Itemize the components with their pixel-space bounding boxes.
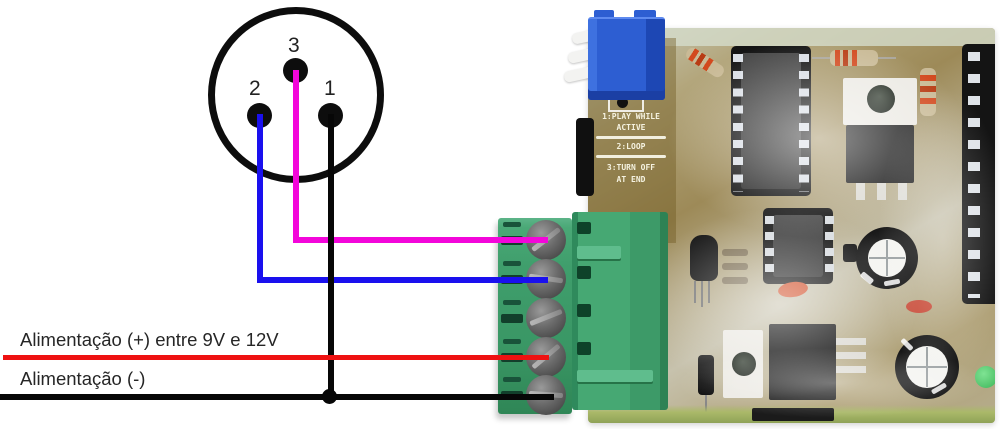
to220-leg (877, 183, 886, 200)
wire-slot (503, 222, 521, 227)
to92-transistor (690, 235, 718, 281)
silkscreen-line-4: 3:TURN OFF (606, 163, 656, 172)
wire-slot (503, 377, 521, 382)
terminal-notch (577, 342, 591, 355)
ic-pins-left (765, 216, 774, 276)
resistor-vertical (920, 68, 936, 116)
diode (698, 355, 714, 395)
transistor-leg (701, 281, 703, 307)
silkscreen-line-5: AT END (616, 175, 646, 184)
solder-pad (722, 263, 748, 270)
magenta-wire-vertical (293, 70, 299, 242)
black-ground-wire (0, 394, 554, 400)
capacitor-lead-pad (843, 244, 857, 262)
green-led (975, 366, 995, 388)
wire-slot (503, 339, 521, 344)
xlr-pin-3-label: 3 (288, 34, 300, 57)
terminal-notch (577, 266, 591, 279)
red-component (906, 300, 932, 313)
red-power-wire (3, 355, 549, 360)
to220-regulator (769, 324, 836, 400)
resistor-diagonal (683, 45, 727, 80)
black-wire-vertical (328, 114, 334, 400)
ic-pins-right (825, 216, 834, 276)
dip-switch-tab (594, 10, 614, 20)
capacitor-vent-line (926, 347, 928, 387)
to220-regulator (846, 125, 914, 183)
transistor-leg (694, 281, 696, 303)
capacitor-vent-line (886, 240, 888, 276)
silkscreen-line-1: 1:PLAY WHILE (602, 112, 660, 121)
wire-slot (503, 261, 521, 266)
to220-tab-hole (732, 352, 756, 376)
dip8-ic (773, 215, 823, 277)
terminal-latch (577, 370, 653, 382)
wire-entry-slot (501, 314, 523, 323)
dip-switch-blue (588, 17, 665, 100)
xlr-pin-2-label: 2 (249, 77, 261, 100)
to220-tab-hole (867, 85, 895, 113)
silkscreen-divider (596, 155, 666, 158)
transistor-leg (708, 281, 710, 303)
blue-wire-vertical (257, 114, 263, 283)
magenta-wire-horizontal (293, 237, 548, 243)
to220-leg (836, 352, 866, 359)
ic-edge-sliver (752, 408, 834, 421)
solder-pad (722, 249, 748, 256)
ic-pins-left (733, 54, 743, 192)
mounting-hole (617, 97, 628, 108)
blue-wire-horizontal (257, 277, 548, 283)
dip-ic-large (741, 53, 801, 189)
resistor-lead (878, 57, 896, 59)
wire-slot (503, 300, 521, 305)
solder-pad (722, 277, 748, 284)
to220-leg (836, 338, 866, 345)
to220-leg (836, 366, 866, 373)
xlr-pin-1-label: 1 (324, 77, 336, 100)
power-positive-label: Alimentação (+) entre 9V e 12V (20, 329, 279, 350)
terminal-screw-3 (526, 298, 566, 338)
dip-switch-tab (634, 10, 656, 20)
terminal-notch (577, 222, 591, 234)
silkscreen-divider (596, 136, 666, 139)
wire-junction-dot (322, 389, 337, 404)
ic-pins-left (968, 52, 980, 298)
to220-leg (898, 183, 907, 200)
ic-pins-right (799, 54, 809, 192)
silkscreen-line-3: 2:LOOP (616, 142, 646, 151)
terminal-notch (577, 304, 591, 317)
to220-leg (856, 183, 865, 200)
terminal-latch (577, 246, 621, 259)
silkscreen-line-2: ACTIVE (616, 123, 646, 132)
resistor-horizontal (830, 50, 878, 66)
resistor-lead (812, 57, 830, 59)
silkscreen-bracket (608, 94, 644, 112)
side-connector-black (576, 118, 594, 196)
power-negative-label: Alimentação (-) (20, 368, 146, 389)
